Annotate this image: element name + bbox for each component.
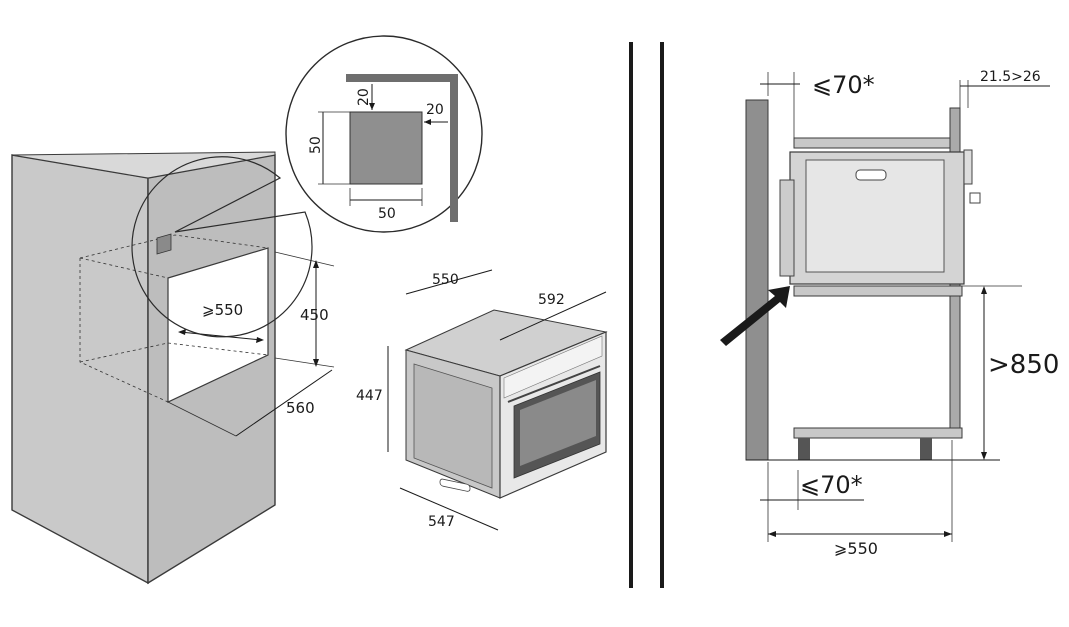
arrow-icon [256,337,264,343]
vent-square-icon [349,111,423,185]
cabinet-foot-right [920,438,932,460]
cabinet-depth-label: ⩾550 [834,539,878,558]
support-shelf [793,285,963,297]
cabinet-illustration: ⩾550 450 560 [11,151,335,585]
vent-width-label: 50 [378,206,396,222]
oven-back-vent [779,179,795,277]
height-ext-bottom [274,357,335,368]
arrow-icon [944,531,952,537]
cabinet-depth-ext [167,401,237,437]
arrow-icon [768,531,776,537]
oven-knob [969,192,981,204]
opening-depth-label: ⩾550 [202,301,243,319]
oven-width-dim-line [499,291,607,341]
vent-square-icon [156,233,172,255]
oven-front-trim [963,149,973,185]
opening-depth-dim-line [179,331,263,341]
arrow-icon [178,329,186,335]
oven-depth-label: 550 [432,272,459,288]
cabinet-top [11,151,276,179]
bottom-gap-label: ⩽70* [800,471,863,499]
oven-body-depth-label: 547 [428,514,455,530]
opening-height-label: 450 [300,306,329,324]
cabinet-base [793,427,963,439]
oven-side-handle [439,478,471,492]
cabinet-foot-left [798,438,810,460]
cabinet-depth-dim-line [235,369,333,437]
cavity-dashed-floor [167,342,269,356]
oven-width-label: 592 [538,292,565,308]
arrow-icon [981,286,987,294]
panel-thickness-label: 21.5>26 [980,69,1041,85]
vent-side-gap-label: 20 [426,102,444,118]
install-height-label: >850 [988,350,1059,380]
oven-illustration: 447 550 592 547 [356,269,608,531]
arrow-icon [313,359,319,367]
divider-right [660,42,664,588]
cabinet-opening [167,247,269,403]
arrow-icon [369,103,375,110]
divider-left [629,42,633,588]
height-ext-top [274,251,335,267]
oven-side-panel [413,363,493,489]
oven-door-handle [507,365,601,403]
oven-depth-dim-line [405,269,493,295]
oven-body-depth-dim-line [399,487,499,531]
oven-control-panel [503,335,603,399]
top-shelf [793,137,957,149]
arrow-icon [981,452,987,460]
oven-handle [855,169,887,181]
oven-window-glass [520,380,596,466]
cavity-dashed-top [79,234,269,259]
oven-height-label: 447 [356,388,383,404]
wall [745,99,769,461]
vent-top-gap-label: 20 [356,88,372,106]
cabinet-depth-label: 560 [286,399,315,417]
vent-detail-callout: 50 50 20 20 [131,35,483,338]
arrow-icon [313,260,319,268]
callout-pointer [131,156,313,338]
vent-height-label: 50 [308,136,324,154]
side-view-illustration: ⩽70* 21.5>26 >850 ⩽70* ⩾550 [720,69,1059,558]
cabinet-side-panel [11,154,149,585]
arrow-icon [424,119,431,125]
arrow-icon [720,286,790,346]
top-gap-label: ⩽70* [812,71,875,99]
